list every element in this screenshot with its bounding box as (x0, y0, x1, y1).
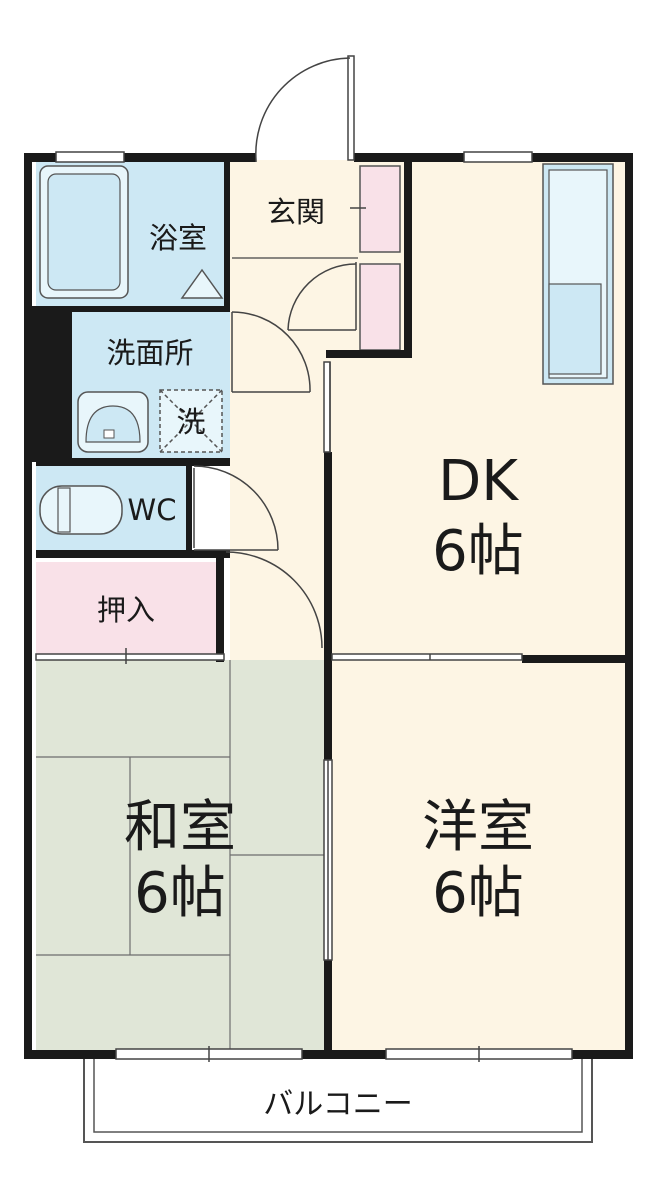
label-closet: 押入 (97, 593, 155, 627)
front-door-swing (255, 57, 351, 161)
label-yoshitsu-name: 洋室 (422, 795, 534, 860)
bath-drain (180, 268, 224, 299)
labels: 浴室 玄関 洗面所 洗 WC 押入 DK 6帖 和室 6帖 洋室 6帖 バルコニ… (97, 195, 534, 1122)
walls (24, 153, 633, 1059)
label-bath: 浴室 (149, 221, 207, 255)
label-dk-size: 6帖 (432, 519, 524, 584)
tatami-room (36, 660, 328, 1052)
window-dk (463, 151, 533, 163)
label-washitsu-name: 和室 (124, 795, 236, 860)
doors (35, 55, 523, 961)
label-washitsu-size: 6帖 (134, 861, 226, 926)
fixtures (39, 163, 614, 535)
windows (55, 151, 573, 1062)
label-washer: 洗 (176, 405, 205, 439)
front-door-leaf (347, 55, 355, 161)
label-washroom: 洗面所 (106, 336, 193, 370)
label-balcony: バルコニー (263, 1087, 412, 1122)
toilet (39, 485, 123, 535)
label-yoshitsu-size: 6帖 (432, 861, 524, 926)
label-dk-name: DK (438, 449, 519, 514)
label-entrance: 玄関 (267, 195, 325, 229)
label-wc: WC (128, 493, 177, 527)
window-bath (55, 151, 125, 163)
